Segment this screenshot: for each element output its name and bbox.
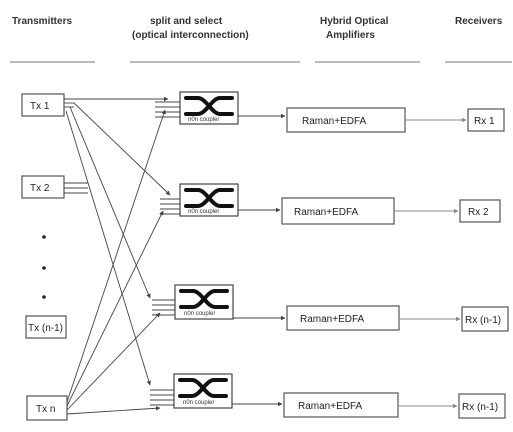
receiver-4: Rx (n-1) xyxy=(458,393,506,419)
transmitter-2-label: Tx 2 xyxy=(30,183,50,194)
amplifier-2-label: Raman+EDFA xyxy=(294,207,359,218)
coupler-2: n0n coupler xyxy=(160,183,281,217)
receiver-3-label: Rx (n-1) xyxy=(465,315,501,326)
transmitter-n-label: Tx n xyxy=(36,404,55,415)
receiver-1: Rx 1 xyxy=(467,108,505,132)
transmitter-2: Tx 2 xyxy=(21,175,65,199)
amplifier-3-label: Raman+EDFA xyxy=(300,314,365,325)
coupler-3: n0n coupler xyxy=(152,284,286,321)
amplifier-4: Raman+EDFA xyxy=(283,392,458,418)
header-transmitters: Transmitters xyxy=(12,16,72,27)
amplifier-4-label: Raman+EDFA xyxy=(298,401,363,412)
ellipsis-dot xyxy=(42,235,46,239)
amplifier-2: Raman+EDFA xyxy=(281,197,459,225)
coupler-3-label: n0n coupler xyxy=(184,311,215,317)
header-hybrid-amplifiers: Hybrid Optical xyxy=(320,16,389,27)
receiver-3: Rx (n-1) xyxy=(461,306,509,332)
transmitter-n-minus-1-label: Tx (n-1) xyxy=(28,323,63,334)
header-hybrid-amplifiers-sub: Amplifiers xyxy=(326,30,375,41)
receiver-4-label: Rx (n-1) xyxy=(462,402,498,413)
transmitter-1: Tx 1 xyxy=(21,93,65,117)
receiver-2: Rx 2 xyxy=(459,199,501,223)
ellipsis-dot xyxy=(42,295,46,299)
coupler-4: n0n coupler xyxy=(150,373,283,409)
amplifier-1-label: Raman+EDFA xyxy=(302,116,367,127)
receiver-2-label: Rx 2 xyxy=(468,207,489,218)
transmitter-n-minus-1: Tx (n-1) xyxy=(25,315,67,339)
transmitter-n: Tx n xyxy=(26,395,68,421)
receiver-1-label: Rx 1 xyxy=(474,116,495,127)
transmitter-1-fanout xyxy=(64,96,171,386)
transmitter-1-label: Tx 1 xyxy=(30,101,50,112)
ellipsis-dot xyxy=(42,266,46,270)
header-receivers: Receivers xyxy=(455,16,503,27)
transmitter-2-stubs xyxy=(64,182,88,194)
coupler-2-label: n0n coupler xyxy=(188,209,219,215)
coupler-1: n0n coupler xyxy=(155,91,286,125)
header-split-select-sub: (optical interconnection) xyxy=(132,30,249,41)
amplifier-3: Raman+EDFA xyxy=(286,305,461,331)
amplifier-1: Raman+EDFA xyxy=(286,107,467,133)
header-split-select: split and select xyxy=(150,16,223,27)
coupler-1-label: n0n coupler xyxy=(188,117,219,123)
transmitter-n-fanout xyxy=(66,109,166,415)
coupler-4-label: n0n coupler xyxy=(183,400,214,406)
